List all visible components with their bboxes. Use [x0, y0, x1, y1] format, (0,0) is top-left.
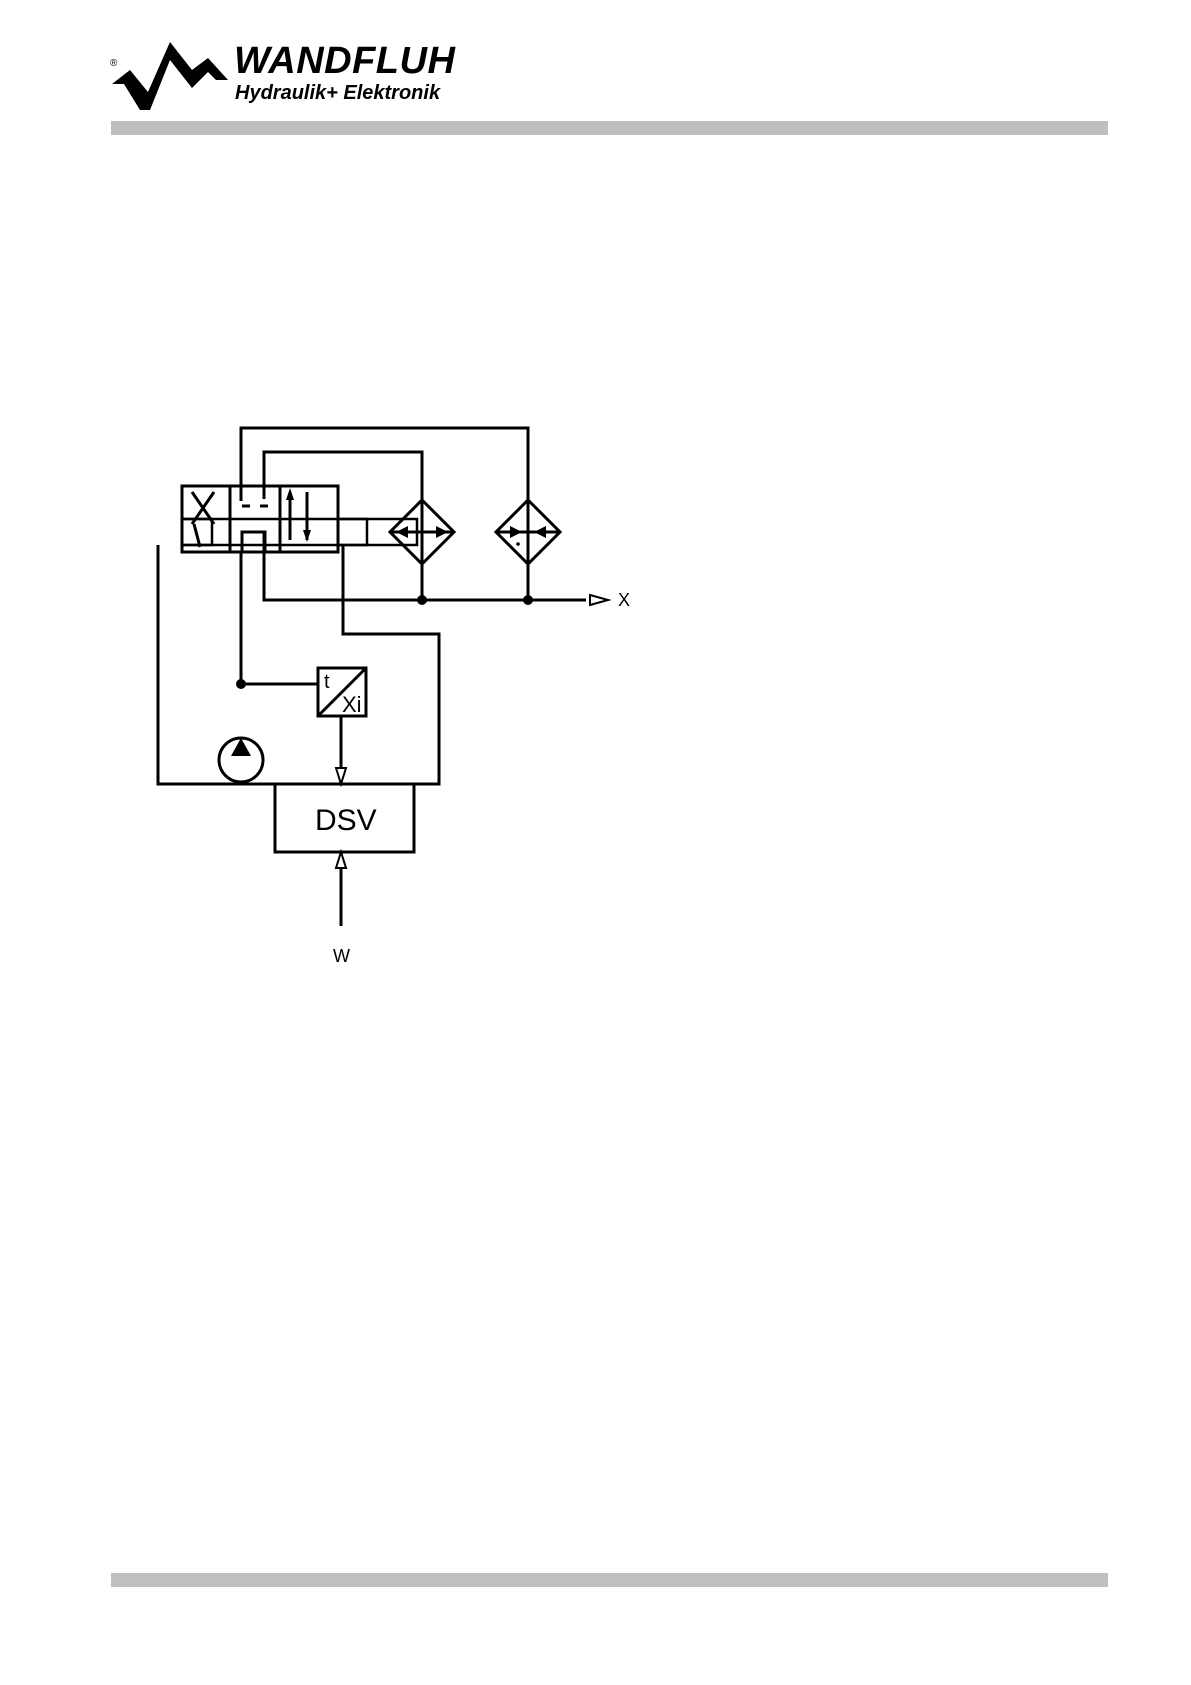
- brand-tagline: Hydraulik+ Elektronik: [235, 82, 440, 105]
- left-signal-line: [158, 545, 275, 784]
- right-signal-line: [343, 545, 439, 784]
- hydraulic-schematic: DSV t Xi X W: [130, 420, 650, 980]
- input-w-label: W: [333, 946, 350, 966]
- registered-mark: ®: [110, 58, 117, 69]
- filter-arrow-inner-right-icon: [534, 526, 546, 538]
- dsv-label: DSV: [315, 804, 377, 837]
- header-divider: [111, 121, 1108, 135]
- valve-base: [182, 519, 417, 545]
- hydraulic-diagram: DSV t Xi X W: [130, 420, 650, 980]
- wandfluh-emblem-icon: [112, 36, 232, 116]
- output-arrow-icon: [590, 595, 608, 605]
- wandfluh-logo: ® WANDFLUH Hydraulik+ Elektronik: [112, 36, 472, 116]
- brand-name: WANDFLUH: [234, 40, 455, 83]
- valve-arrow-up-icon: [286, 488, 294, 500]
- junction-dot-right: [523, 595, 533, 605]
- output-line: [264, 531, 586, 600]
- output-x-label: X: [618, 590, 630, 610]
- sensor-t-label: t: [324, 671, 330, 693]
- footer-divider: [111, 1573, 1108, 1587]
- filter-arrow-right-icon: [436, 526, 448, 538]
- filter-arrow-inner-left-icon: [510, 526, 522, 538]
- sensor-xi-label: Xi: [342, 692, 362, 717]
- junction-dot-left: [417, 595, 427, 605]
- junction-dot-pump: [236, 679, 246, 689]
- filter-arrow-left-icon: [396, 526, 408, 538]
- sensor-arrow-icon: [336, 768, 346, 784]
- valve-arrow-down-icon: [303, 530, 311, 542]
- input-arrow-icon: [336, 852, 346, 868]
- outer-feedback-line: [241, 428, 528, 600]
